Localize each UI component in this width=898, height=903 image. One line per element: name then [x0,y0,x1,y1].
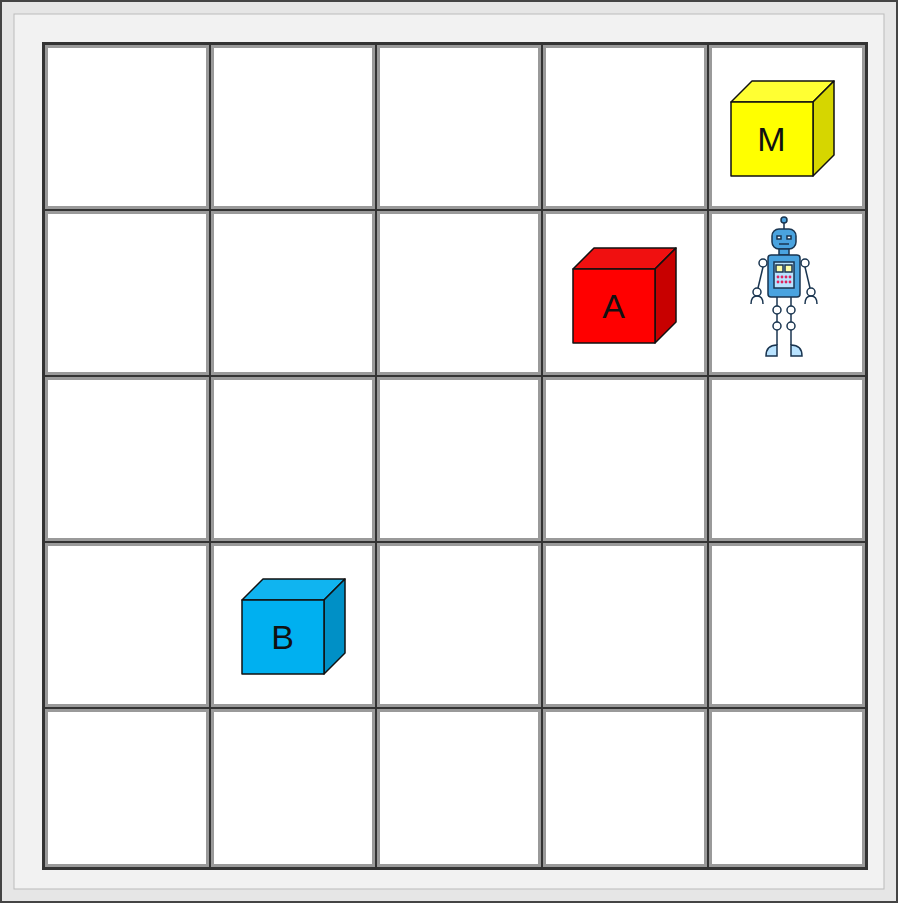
block-label: B [243,602,322,673]
cube-block: M [730,80,835,177]
cube-block: B [241,578,346,675]
block-label: A [574,271,653,342]
block-label: M [732,104,811,175]
cube-block: A [572,247,677,344]
